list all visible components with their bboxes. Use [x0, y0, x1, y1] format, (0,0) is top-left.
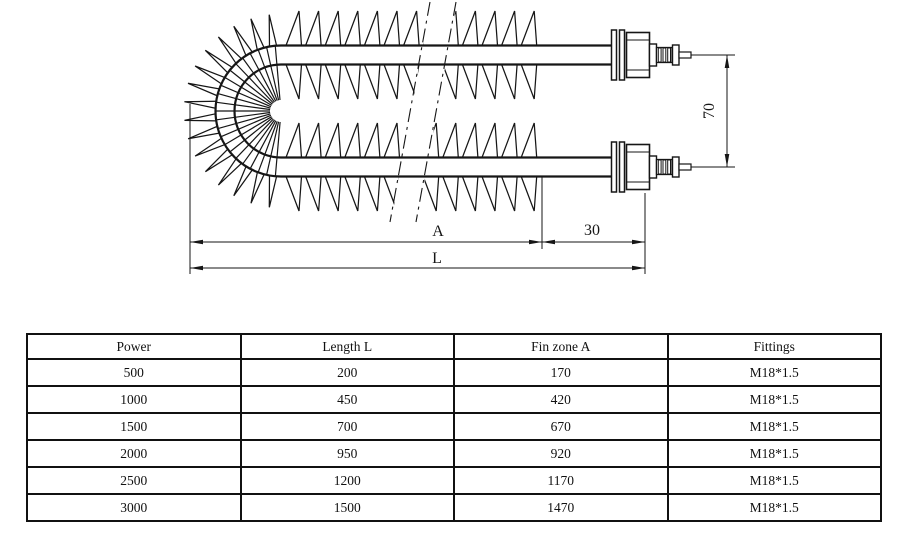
u-bend-inner-fin-fan: [216, 46, 281, 176]
table-cell: 200: [239, 358, 455, 387]
table-cell: 1170: [453, 466, 669, 495]
table-cell: M18*1.5: [666, 385, 882, 414]
table-cell: 450: [239, 385, 455, 414]
u-bend-inner-wall: [233, 63, 282, 159]
table-cell: M18*1.5: [666, 466, 882, 495]
u-bend-radial-fins: [184, 14, 278, 208]
table-cell: 2500: [26, 466, 242, 495]
dim-label-70: 70: [701, 103, 718, 119]
finned-heater-drawing: A 30 L 70: [184, 1, 736, 274]
table-cell: 920: [453, 439, 669, 468]
dimensions: [189, 55, 730, 274]
table-cell: M18*1.5: [666, 412, 882, 441]
break-lines: [389, 1, 457, 223]
dim-label-30: 30: [584, 222, 600, 239]
u-bend-outer-wall: [214, 44, 282, 178]
table-cell: 3000: [26, 493, 242, 522]
table-cell: 670: [453, 412, 669, 441]
break-gap: [391, 2, 457, 222]
fin-row: [285, 122, 538, 158]
table-cell: 700: [239, 412, 455, 441]
table-cell: M18*1.5: [666, 493, 882, 522]
table-cell: 2000: [26, 439, 242, 468]
fitting-lower: [610, 141, 736, 193]
fan-line: [216, 46, 281, 176]
header-cell: Fin zone A: [453, 333, 669, 360]
dim-arrows: [190, 55, 730, 271]
fin-row: [285, 10, 538, 46]
table-cell: 950: [239, 439, 455, 468]
table-cell: 500: [26, 358, 242, 387]
tube-walls: [214, 44, 613, 178]
table-cell: 420: [453, 385, 669, 414]
dim-label-total-L: L: [432, 250, 442, 267]
header-cell: Length L: [239, 333, 455, 360]
header-cell: Fittings: [666, 333, 882, 360]
table-cell: 1000: [26, 385, 242, 414]
table-cell: M18*1.5: [666, 358, 882, 387]
fitting-upper: [610, 29, 736, 81]
table-cell: 1470: [453, 493, 669, 522]
table-cell: M18*1.5: [666, 439, 882, 468]
header-cell: Power: [26, 333, 242, 360]
table-cell: 1500: [239, 493, 455, 522]
table-cell: 170: [453, 358, 669, 387]
bend-spike: [184, 14, 278, 208]
fin-row: [285, 64, 538, 100]
table-cell: 1500: [26, 412, 242, 441]
dim-label-fin-zone-A: A: [432, 223, 444, 240]
table-cell: 1200: [239, 466, 455, 495]
